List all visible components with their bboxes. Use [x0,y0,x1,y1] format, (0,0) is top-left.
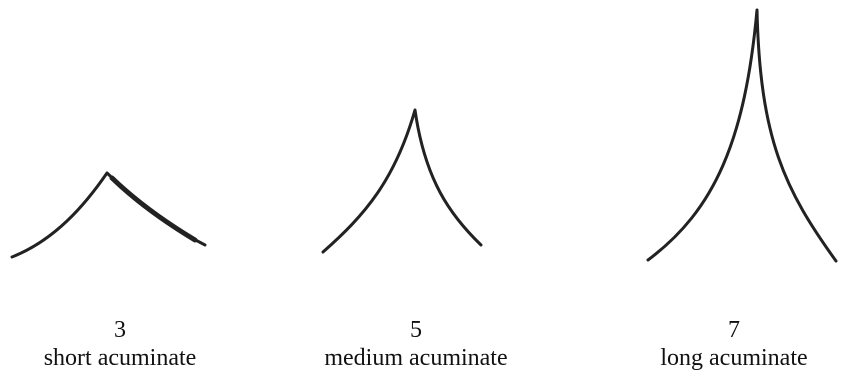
label-short: short acuminate [43,345,197,371]
number-long: 7 [728,317,740,343]
label-long: long acuminate [660,345,808,371]
number-short: 3 [114,317,126,343]
medium-acuminate-outline [321,108,483,254]
caption-short-acuminate: 3 short acuminate [0,316,240,372]
short-acuminate-outline [10,171,207,259]
label-medium: medium acuminate [324,345,508,371]
caption-long-acuminate: 7 long acuminate [614,316,854,372]
caption-medium-acuminate: 5 medium acuminate [296,316,536,372]
long-acuminate-outline [646,8,838,263]
number-medium: 5 [410,317,422,343]
short-acuminate-thick-edge [109,175,198,243]
